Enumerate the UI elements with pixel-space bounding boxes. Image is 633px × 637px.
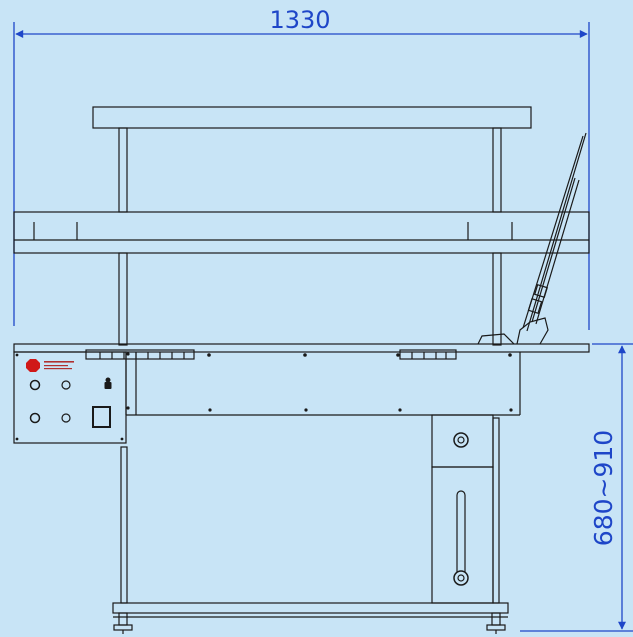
rivets xyxy=(15,352,513,441)
height-dimension xyxy=(520,343,633,632)
machine-outline xyxy=(13,106,590,634)
tilting-arm xyxy=(477,132,587,345)
perforation-strip-right xyxy=(399,349,457,360)
control-knob-3 xyxy=(29,412,41,424)
control-knob-2 xyxy=(61,380,71,390)
side-cabinet xyxy=(431,414,494,604)
leveling-feet xyxy=(113,612,506,634)
emergency-stop-knob xyxy=(104,377,112,389)
control-display xyxy=(92,406,111,428)
height-dimension-label: 680~910 xyxy=(589,430,618,546)
brand-logo xyxy=(26,359,40,372)
cabinet-knob-lower xyxy=(453,570,469,586)
top-shelf xyxy=(92,106,532,129)
perforation-strip-left xyxy=(85,349,195,360)
control-knob-4 xyxy=(61,413,71,423)
middle-shelf xyxy=(13,211,590,254)
width-dimension-label: 1330 xyxy=(269,6,330,34)
base-frame xyxy=(112,602,509,618)
cabinet-knob-upper xyxy=(453,432,469,448)
right-post xyxy=(492,127,502,604)
control-panel xyxy=(13,351,127,444)
control-knob-1 xyxy=(29,379,41,391)
brand-mark xyxy=(26,359,74,372)
width-dimension xyxy=(13,22,590,330)
